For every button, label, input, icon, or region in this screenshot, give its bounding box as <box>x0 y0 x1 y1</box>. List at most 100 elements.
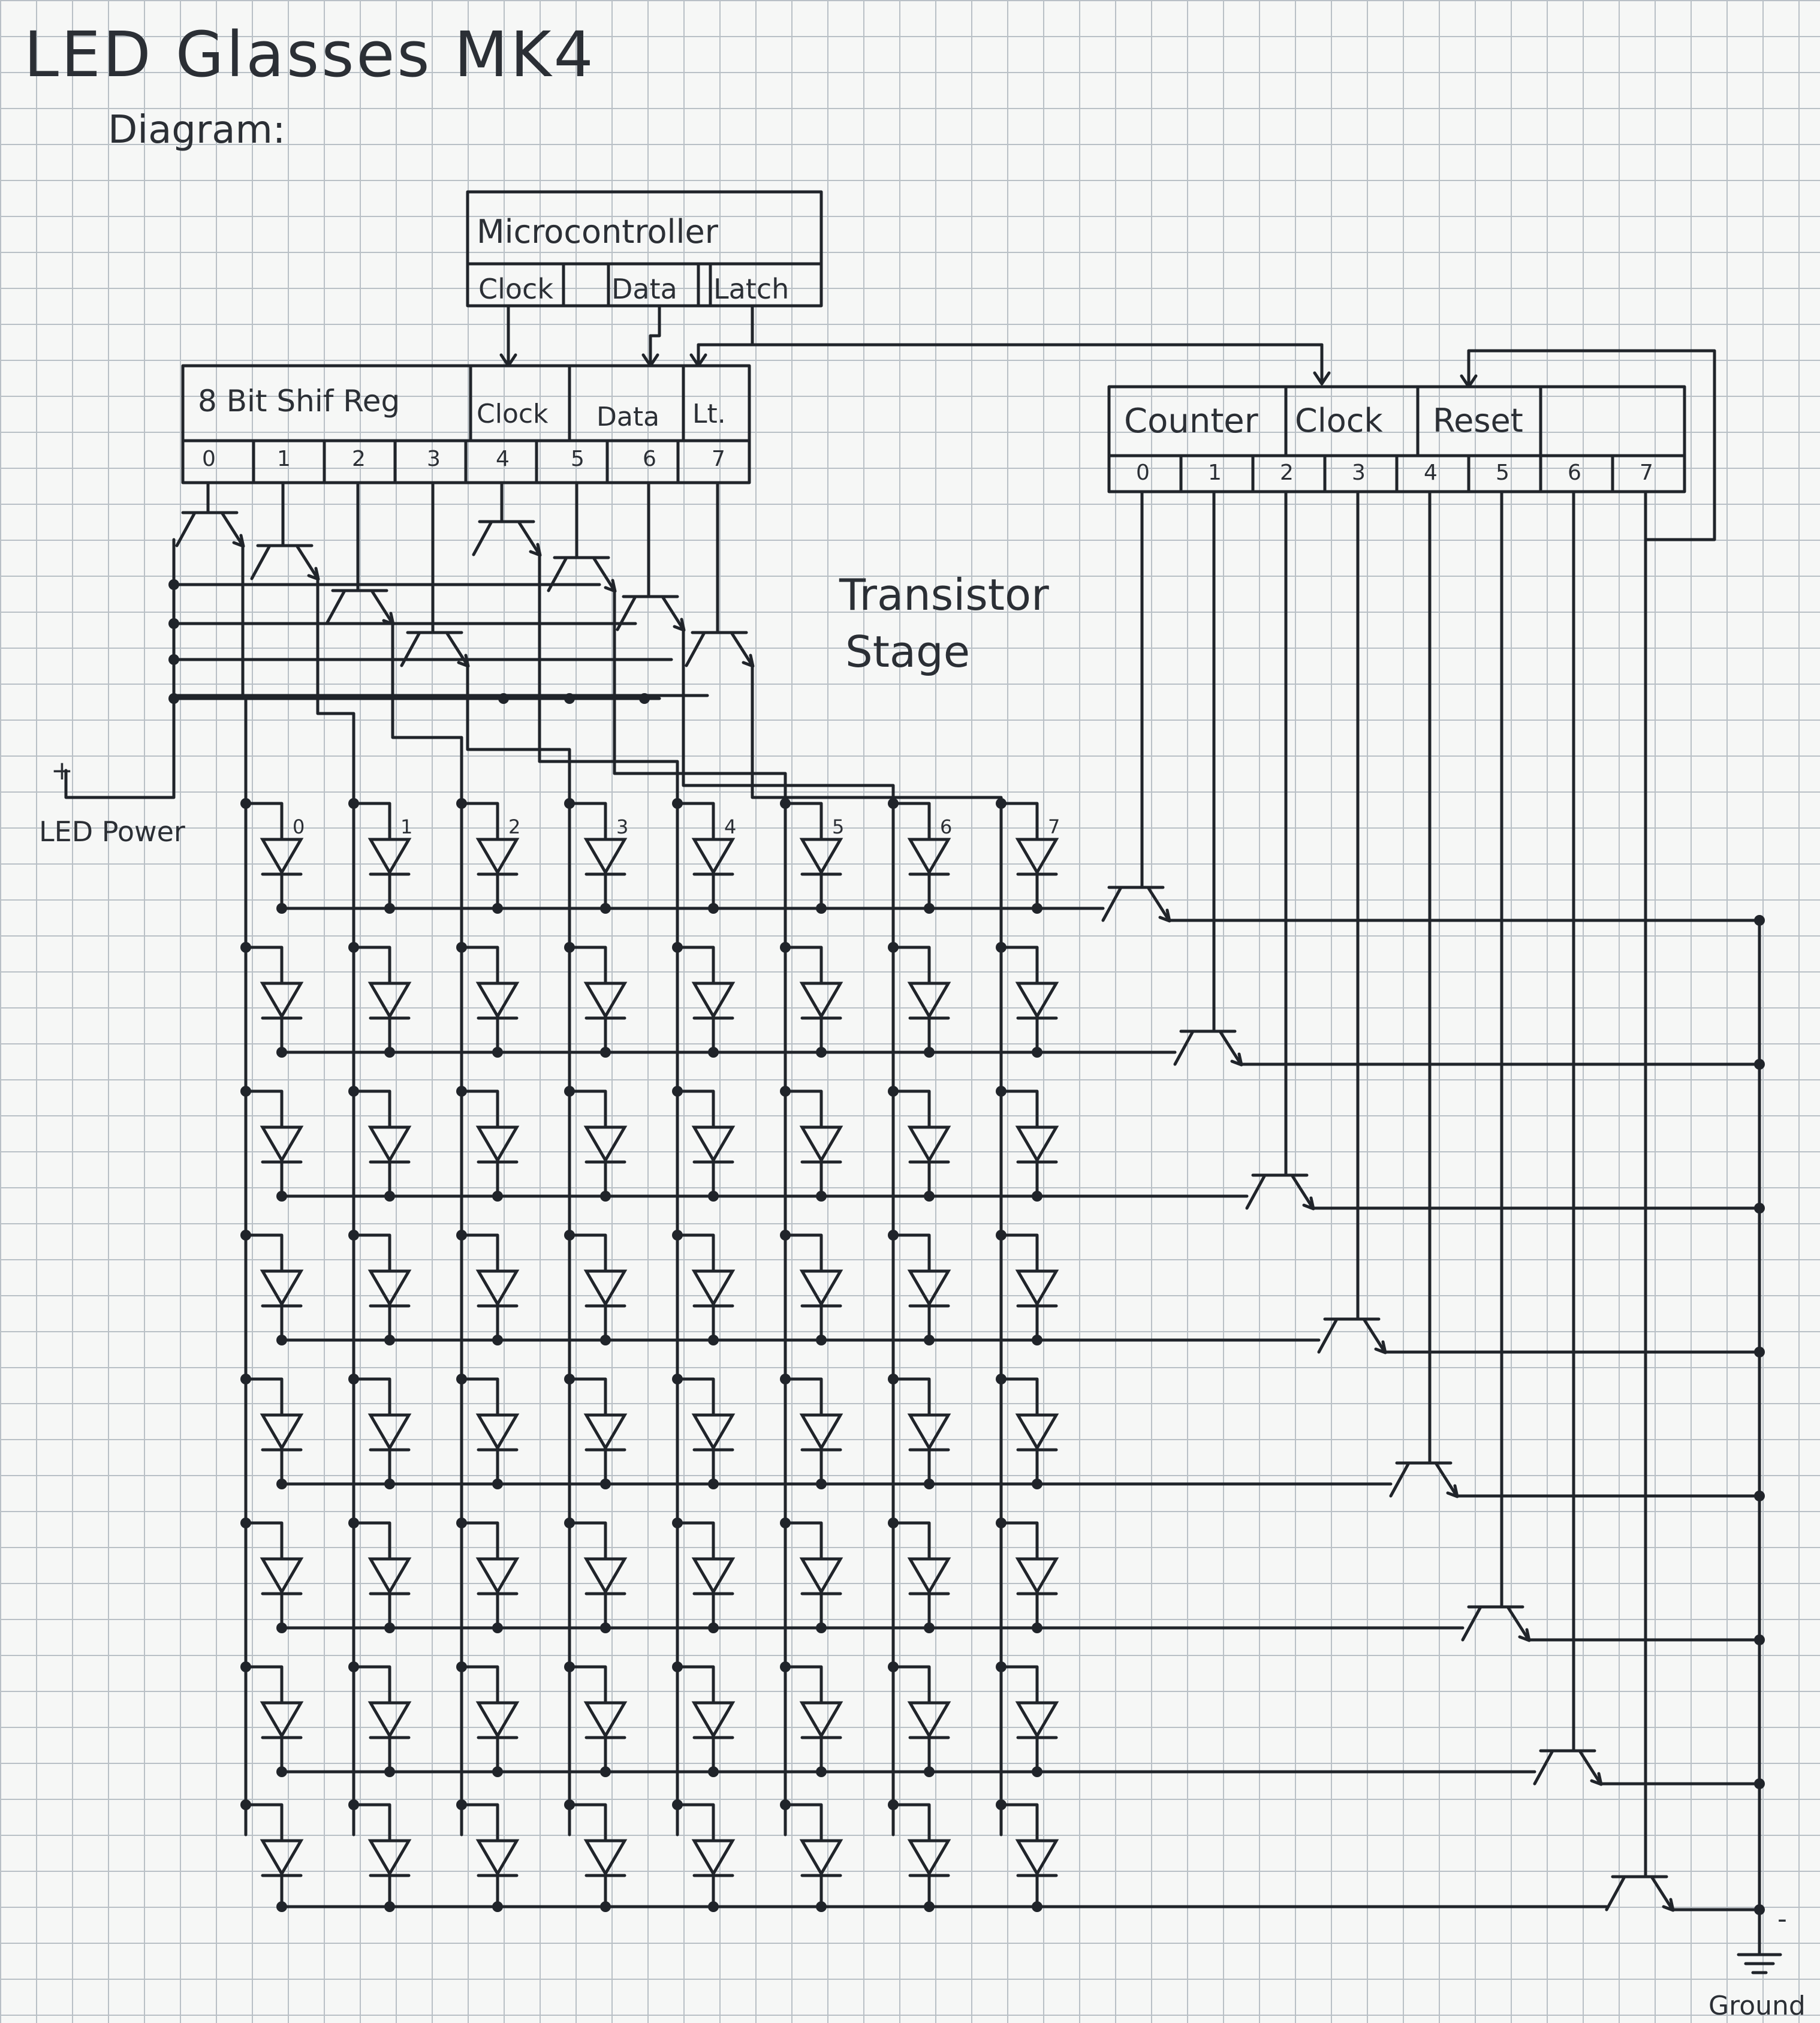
shift-register-label: 8 Bit Shif Reg <box>198 384 400 419</box>
led-6-7 <box>1015 1701 1059 1739</box>
led-3-1 <box>367 1269 412 1307</box>
led-anode-wire <box>999 1233 1039 1273</box>
led-4-2 <box>475 1413 520 1451</box>
led-1-4 <box>691 982 736 1019</box>
led-anode-wire <box>568 946 607 985</box>
page-title: LED Glasses MK4 <box>24 18 596 91</box>
led-anode-wire <box>999 1521 1039 1561</box>
led-anode-wire <box>891 1665 931 1705</box>
led-5-3 <box>583 1557 628 1595</box>
led-anode-wire <box>460 1803 499 1843</box>
led-anode-wire <box>784 1377 823 1417</box>
led-1-1 <box>367 982 412 1019</box>
row-driver-transistor-7 <box>1605 1875 1675 1912</box>
led-anode-wire <box>460 1521 499 1561</box>
led-anode-wire <box>784 1803 823 1843</box>
led-anode-wire <box>999 802 1039 841</box>
led-anode-wire <box>244 802 284 841</box>
arrow-head <box>641 353 659 368</box>
led-1-7 <box>1015 982 1059 1019</box>
led-anode-wire <box>460 1377 499 1417</box>
led-anode-wire <box>784 1089 823 1129</box>
led-0-6 <box>907 838 951 875</box>
led-anode-wire <box>568 1089 607 1129</box>
led-anode-wire <box>244 1377 284 1417</box>
led-7-6 <box>907 1839 951 1877</box>
led-7-0 <box>260 1839 304 1877</box>
counter-input-reset: Reset <box>1433 402 1523 439</box>
led-anode-wire <box>676 1377 715 1417</box>
led-2-3 <box>583 1125 628 1163</box>
arrow-head <box>1313 371 1331 386</box>
column-label-5: 5 <box>832 815 845 838</box>
led-6-2 <box>475 1701 520 1739</box>
led-anode-wire <box>676 1521 715 1561</box>
row-driver-transistor-4 <box>1389 1461 1459 1498</box>
led-6-0 <box>260 1701 304 1739</box>
shift-register-output-3: 3 <box>427 447 441 471</box>
led-anode-wire <box>352 1521 391 1561</box>
counter-output-0: 0 <box>1136 460 1150 485</box>
counter-output-2: 2 <box>1280 460 1294 485</box>
shift-register-output-1: 1 <box>277 447 291 471</box>
power-junction <box>168 693 179 704</box>
led-6-1 <box>367 1701 412 1739</box>
led-anode-wire <box>568 1521 607 1561</box>
mcu-pin-clock: Clock <box>478 273 553 305</box>
led-2-7 <box>1015 1125 1059 1163</box>
mcu-pin-data: Data <box>611 273 677 305</box>
led-5-0 <box>260 1557 304 1595</box>
led-anode-wire <box>568 1233 607 1273</box>
led-anode-wire <box>891 1233 931 1273</box>
led-6-4 <box>691 1701 736 1739</box>
led-power-wire <box>64 538 176 799</box>
led-4-3 <box>583 1413 628 1451</box>
led-anode-wire <box>784 946 823 985</box>
column-feed-wire-5 <box>613 589 787 805</box>
led-anode-wire <box>244 1803 284 1843</box>
led-1-5 <box>799 982 843 1019</box>
led-anode-wire <box>352 1377 391 1417</box>
counter-output-4: 4 <box>1424 460 1438 485</box>
led-anode-wire <box>999 1803 1039 1843</box>
counter-output-5: 5 <box>1496 460 1509 485</box>
led-anode-wire <box>676 1803 715 1843</box>
column-driver-transistor-2 <box>325 589 395 626</box>
led-power-plus: + <box>51 755 73 786</box>
data-signal <box>649 304 661 338</box>
led-5-5 <box>799 1557 843 1595</box>
shift-register-input-latch: Lt. <box>692 399 726 429</box>
led-7-7 <box>1015 1839 1059 1877</box>
column-feed-wire-7 <box>751 664 1003 805</box>
column-feed-wire-6 <box>682 628 895 805</box>
led-anode-wire <box>244 1233 284 1273</box>
column-label-3: 3 <box>616 815 629 838</box>
led-anode-wire <box>460 946 499 985</box>
counter-label: Counter <box>1124 402 1258 441</box>
power-junction <box>168 618 179 629</box>
led-anode-wire <box>999 1665 1039 1705</box>
led-3-7 <box>1015 1269 1059 1307</box>
led-5-1 <box>367 1557 412 1595</box>
led-anode-wire <box>352 1665 391 1705</box>
led-1-6 <box>907 982 951 1019</box>
column-driver-transistor-6 <box>616 595 686 632</box>
led-anode-wire <box>891 1803 931 1843</box>
led-4-7 <box>1015 1413 1059 1451</box>
led-1-2 <box>475 982 520 1019</box>
power-junction <box>498 693 509 704</box>
led-anode-wire <box>891 802 931 841</box>
led-anode-wire <box>784 1521 823 1561</box>
led-5-4 <box>691 1557 736 1595</box>
led-7-4 <box>691 1839 736 1877</box>
led-3-5 <box>799 1269 843 1307</box>
led-3-0 <box>260 1269 304 1307</box>
led-anode-wire <box>568 1665 607 1705</box>
shift-register-output-6: 6 <box>643 447 656 471</box>
led-3-4 <box>691 1269 736 1307</box>
row-driver-transistor-5 <box>1461 1605 1531 1642</box>
microcontroller-label: Microcontroller <box>477 213 718 251</box>
latch-signal <box>697 304 754 347</box>
led-anode-wire <box>244 1521 284 1561</box>
